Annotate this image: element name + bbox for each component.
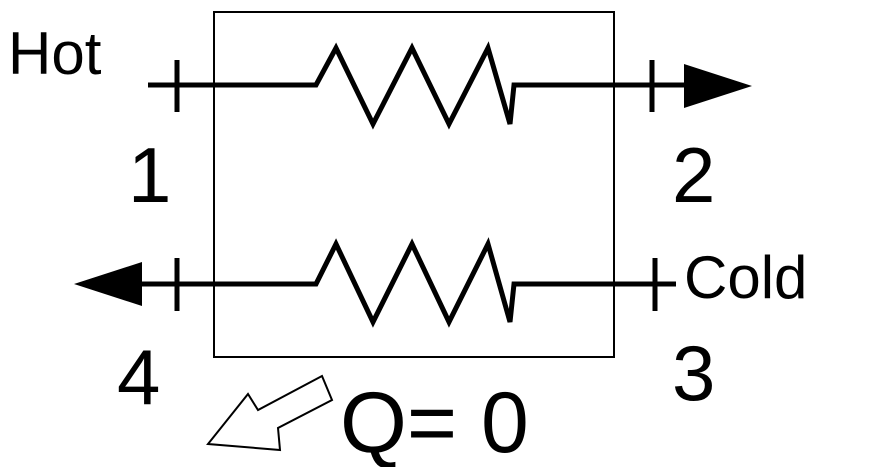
cold-stream-line [140,237,676,328]
cold-stream [74,237,676,328]
hot-stream [148,41,752,130]
heat-transfer-label: Q= 0 [340,375,529,467]
port-4-label: 4 [117,333,160,421]
port-3-label: 3 [672,329,715,417]
cold-label: Cold [684,244,807,311]
hollow-arrow-icon [206,374,334,452]
arrow-left-icon [74,262,142,306]
hot-label: Hot [8,20,102,87]
port-2-label: 2 [672,131,715,219]
arrow-right-icon [684,64,752,108]
hot-stream-line [148,41,690,130]
control-volume-box [213,11,615,358]
port-1-label: 1 [128,131,171,219]
